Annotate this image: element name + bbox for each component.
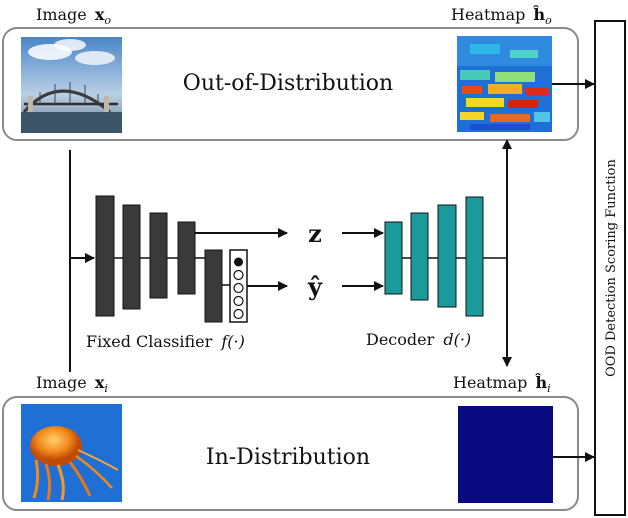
- classifier-layer-3: [149, 212, 168, 299]
- classifier-layer-2: [122, 204, 141, 310]
- id-image-label: Image xi: [36, 373, 108, 395]
- ood-image-label: Image xo: [36, 5, 111, 27]
- prediction-yhat-symbol: ŷ: [307, 272, 323, 301]
- decoder-layer-4: [465, 196, 484, 317]
- decoder-layer-1: [384, 221, 403, 295]
- decoder-layer-3: [437, 204, 457, 308]
- fixed-classifier: [95, 195, 248, 323]
- id-section-box: [2, 396, 579, 511]
- id-heatmap-label: Heatmap ĥi: [453, 372, 551, 395]
- decoder: [384, 196, 508, 317]
- ood-heatmap-image: [457, 36, 552, 132]
- ood-heatmap-label: Heatmap ĥo: [451, 4, 552, 27]
- id-jellyfish-image: [21, 404, 122, 502]
- latent-z-symbol: z: [308, 219, 322, 248]
- decoder-label: Decoder d(·): [366, 330, 471, 349]
- scoring-function-box: [594, 20, 626, 516]
- classifier-layer-4: [177, 221, 196, 295]
- scoring-function-label: OOD Detection Scoring Function: [604, 159, 619, 377]
- classifier-layer-1: [95, 195, 115, 317]
- classifier-label: Fixed Classifier f(·): [86, 332, 245, 351]
- id-heatmap-image: [458, 406, 553, 503]
- classifier-layer-5: [204, 249, 223, 323]
- decoder-layer-2: [410, 212, 429, 301]
- ood-section-label: Out-of-Distribution: [183, 71, 393, 96]
- id-section-label: In-Distribution: [206, 445, 370, 470]
- ood-bridge-image: [21, 37, 122, 133]
